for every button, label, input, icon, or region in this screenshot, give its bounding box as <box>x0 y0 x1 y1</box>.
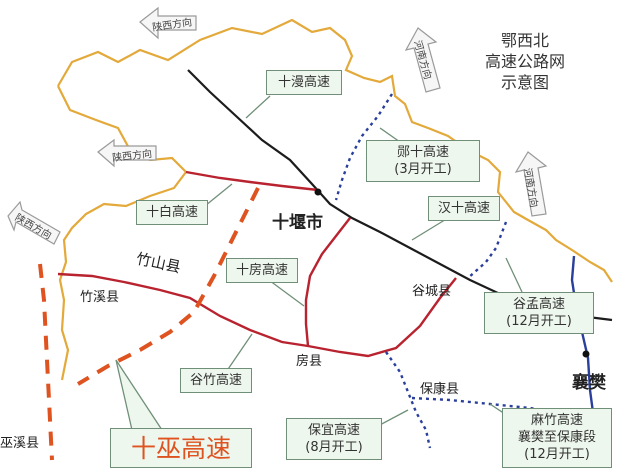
map-title-line-2: 高速公路网 <box>484 52 565 71</box>
arrow-henan-top-icon <box>404 27 441 93</box>
highway-yunshi <box>334 93 394 201</box>
label-shiwu: 十巫高速 <box>130 434 231 463</box>
pointer-yunshi <box>379 127 401 143</box>
highway-shiwu-west <box>38 263 54 461</box>
callout-guzhu: 谷竹高速 <box>180 368 252 393</box>
label-mazhu-seg: 襄樊至保康段 <box>517 430 596 445</box>
label-yunshi-name: 郧十高速 <box>396 145 449 160</box>
city-shiyan: 十堰市 <box>272 213 323 233</box>
arrow-henan-right-icon <box>514 151 548 217</box>
city-xiangfan: 襄樊 <box>572 373 606 393</box>
callout-yunshi: 郧十高速 (3月开工) <box>366 140 480 182</box>
pointer-baoyi <box>377 409 409 427</box>
arrow-shaanxi-mid-icon <box>97 138 157 168</box>
callout-shiwu: 十巫高速 <box>110 428 252 468</box>
callout-shifang: 十房高速 <box>226 258 298 283</box>
highway-shiwu <box>76 187 260 386</box>
callout-hanshi: 汉十高速 <box>428 196 500 221</box>
label-mazhu-note: (12月开工) <box>524 447 590 462</box>
pointer-hanshi <box>411 217 449 241</box>
city-wuxi: 巫溪县 <box>0 436 40 451</box>
label-shiman: 十漫高速 <box>277 75 330 90</box>
region-border-west <box>57 85 188 381</box>
highway-gumeng <box>467 221 508 279</box>
callout-baoyi: 保宜高速 (8月开工) <box>286 418 382 460</box>
label-shibai: 十白高速 <box>145 205 198 220</box>
highway-shibai <box>185 170 319 192</box>
label-baoyi-note: (8月开工) <box>305 440 363 455</box>
label-guzhu: 谷竹高速 <box>189 373 242 388</box>
highway-guzhu <box>57 272 457 358</box>
city-baokang: 保康县 <box>420 382 460 397</box>
label-gumeng-name: 谷孟高速 <box>512 297 565 312</box>
label-baoyi-name: 保宜高速 <box>307 423 360 438</box>
label-shifang: 十房高速 <box>235 263 288 278</box>
highway-shifang <box>304 217 351 347</box>
label-gumeng-note: (12月开工) <box>506 314 572 329</box>
pointer-shiwu <box>115 359 164 431</box>
region-border <box>57 18 613 283</box>
arrow-shaanxi-left-icon <box>7 200 61 245</box>
label-hanshi: 汉十高速 <box>437 201 490 216</box>
highway-xiangfan-ns <box>570 255 596 421</box>
city-fangxian: 房县 <box>296 354 323 369</box>
map-title: 鄂西北 高速公路网 示意图 <box>470 30 580 93</box>
map-title-line-1: 鄂西北 <box>500 31 549 50</box>
highway-baoyi <box>385 351 432 449</box>
callout-gumeng: 谷孟高速 (12月开工) <box>484 292 594 334</box>
city-gucheng: 谷城县 <box>412 284 452 299</box>
label-yunshi-note: (3月开工) <box>394 162 452 177</box>
shiyan-city-marker <box>314 188 322 196</box>
callout-shibai: 十白高速 <box>136 200 208 225</box>
callout-mazhu: 麻竹高速 襄樊至保康段 (12月开工) <box>502 408 612 468</box>
xiangfan-city-marker <box>582 350 590 358</box>
callout-shiman: 十漫高速 <box>266 70 342 95</box>
arrow-shaanxi-top-icon <box>139 6 197 40</box>
pointer-gumeng <box>505 257 523 293</box>
pointer-shiman <box>245 95 271 119</box>
map-title-line-3: 示意图 <box>500 73 549 92</box>
city-zhuxi: 竹溪县 <box>80 290 120 305</box>
highway-mazhu <box>411 396 613 420</box>
label-mazhu-name: 麻竹高速 <box>530 413 583 428</box>
